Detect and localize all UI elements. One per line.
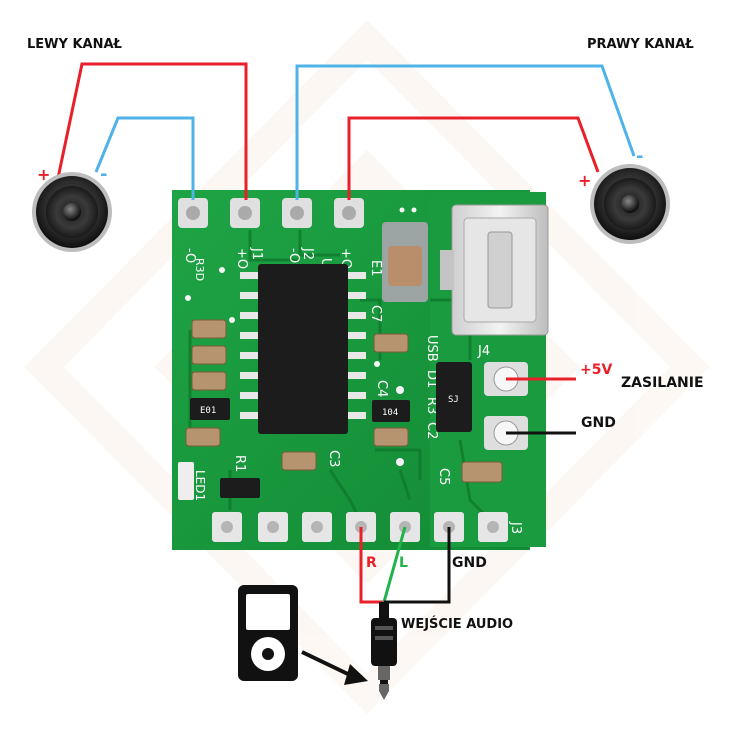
chip-e01-text: E01 <box>200 406 216 416</box>
left-channel-label: LEWY KANAŁ <box>27 37 122 52</box>
right-plus-sign: + <box>578 171 591 190</box>
silk-j4: J4 <box>477 344 490 359</box>
silk-minus-1: -O <box>182 248 197 263</box>
pad-right-minus <box>282 198 312 228</box>
wire-left-plus <box>56 62 248 200</box>
pad-left-minus <box>178 198 208 228</box>
wire-left-minus <box>94 116 195 200</box>
audio-gnd-label: GND <box>452 555 487 571</box>
audio-r-label: R <box>366 555 377 571</box>
right-minus-sign: - <box>636 146 643 167</box>
power-label: ZASILANIE <box>621 375 704 391</box>
pad-left-plus <box>230 198 260 228</box>
left-speaker-icon <box>32 172 112 252</box>
led <box>178 462 194 500</box>
silk-c3: C3 <box>326 450 341 467</box>
silk-minus-2: -O <box>286 248 301 263</box>
silk-r3: R3 <box>424 397 439 414</box>
silk-r3d: R3D <box>193 258 206 281</box>
silk-c5: C5 <box>436 468 451 485</box>
audio-jack-icon <box>371 602 397 700</box>
right-speaker-icon <box>590 164 670 244</box>
wire-audio-l <box>382 526 407 603</box>
silk-plus-2: +O <box>338 248 353 269</box>
diode-text: SJ <box>448 395 459 405</box>
silk-usb: USB <box>424 335 439 362</box>
audio-l-label: L <box>399 555 408 571</box>
wires <box>56 62 636 604</box>
wire-right-plus <box>347 116 600 200</box>
arrow-icon <box>301 650 368 685</box>
left-minus-sign: - <box>100 164 107 185</box>
smd-components: E01 104 SJ <box>178 319 503 500</box>
audio-input-label: WEJŚCIE AUDIO <box>401 616 513 632</box>
amplifier-chip <box>240 264 366 434</box>
power-voltage-label: +5V <box>580 362 612 378</box>
ground-label: GND <box>581 415 616 431</box>
micro-usb-connector <box>440 204 549 336</box>
silk-c2: C2 <box>424 422 439 439</box>
wire-audio-gnd <box>384 527 451 604</box>
wire-audio-r <box>359 527 384 604</box>
silk-led1: LED1 <box>193 470 207 501</box>
right-channel-label: PRAWY KANAŁ <box>587 37 694 52</box>
silk-c4: C4 <box>374 380 389 397</box>
vias <box>185 207 417 466</box>
wire-right-minus <box>295 64 636 200</box>
silk-j1: J1 <box>249 247 264 260</box>
capacitor-e1 <box>382 222 428 302</box>
silk-d1: D1 <box>424 370 439 388</box>
mp3-player-icon <box>238 585 298 681</box>
silk-j3: J3 <box>508 521 523 534</box>
left-plus-sign: + <box>37 165 50 184</box>
silkscreen-pad-labels: -O +O J1 -O J2 +O U1 E1 R3D C7 USB D1 R3… <box>182 247 523 534</box>
speaker-pads <box>178 198 364 228</box>
silk-e1: E1 <box>368 260 383 277</box>
silk-plus-1: +O <box>234 248 249 269</box>
chip-104-text: 104 <box>382 408 398 418</box>
silk-r1: R1 <box>232 455 247 472</box>
silk-c7: C7 <box>368 305 383 322</box>
pad-right-plus <box>334 198 364 228</box>
silk-j2: J2 <box>300 247 315 260</box>
